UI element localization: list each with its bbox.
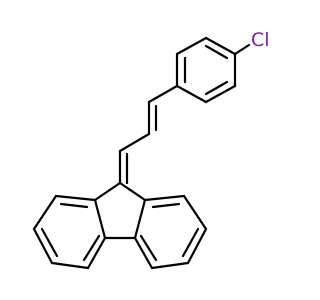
bond-inner <box>40 227 59 258</box>
bond <box>182 194 208 231</box>
bond <box>143 194 186 202</box>
bond <box>93 181 122 202</box>
bond-inner <box>139 234 158 262</box>
fluorene-right-ring <box>133 194 208 270</box>
bond-inner <box>181 227 200 258</box>
bond <box>175 36 208 56</box>
c-cl-bond <box>233 43 251 56</box>
bond <box>32 227 54 265</box>
bond-inner <box>82 234 101 262</box>
structure-diagram: Cl <box>32 29 270 270</box>
fluorene-left-ring <box>32 194 107 270</box>
bond <box>50 261 90 270</box>
bond <box>118 132 151 153</box>
bond <box>32 194 58 231</box>
bond <box>204 84 237 104</box>
chlorine-atom-label: Cl <box>251 29 270 51</box>
bond <box>186 227 208 265</box>
bond <box>54 194 97 202</box>
bond <box>147 84 179 104</box>
bond <box>118 181 147 202</box>
bond <box>133 236 154 270</box>
bond <box>150 261 190 270</box>
bond-inner <box>151 202 181 209</box>
bond-inner <box>59 202 89 209</box>
bond <box>133 198 147 240</box>
propenylidene-chain <box>118 84 179 185</box>
bond <box>86 236 107 270</box>
bond <box>175 84 208 104</box>
bond <box>93 198 107 240</box>
chlorophenyl-ring <box>175 36 237 104</box>
bond-inner <box>204 44 229 60</box>
bond <box>204 36 237 56</box>
bond-inner <box>204 80 229 96</box>
fluorene-five-ring <box>93 181 147 240</box>
